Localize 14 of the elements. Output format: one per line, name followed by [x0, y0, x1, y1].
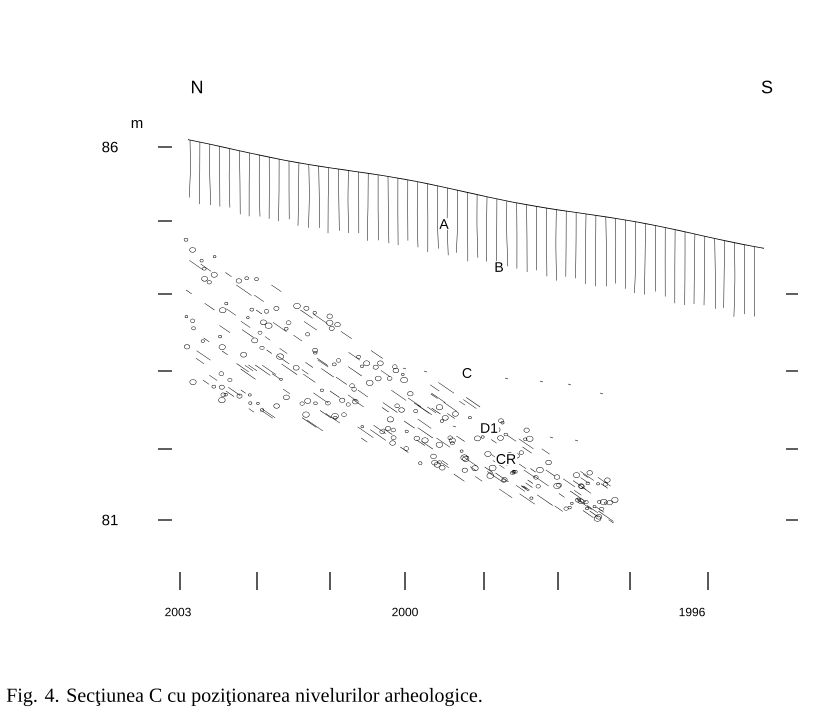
- year-label: 2000: [390, 606, 420, 618]
- direction-letter: S: [760, 80, 774, 94]
- year-label: 1996: [678, 606, 706, 618]
- layer-letter: A: [438, 218, 450, 230]
- elevation-label: 81: [100, 514, 120, 526]
- elevation-label: 86: [100, 140, 120, 154]
- layer-letter: D1: [479, 422, 499, 434]
- unit-label: m: [130, 118, 144, 130]
- caption: Fig. 4. Secţiunea C cu poziţionarea nivelurilor arheologice.: [6, 688, 482, 706]
- layer-letter: B: [493, 261, 505, 273]
- direction-letter: N: [190, 80, 204, 94]
- year-label: 2003: [164, 606, 192, 618]
- layer-letter: CR: [494, 453, 518, 465]
- layer-letter: C: [460, 367, 474, 379]
